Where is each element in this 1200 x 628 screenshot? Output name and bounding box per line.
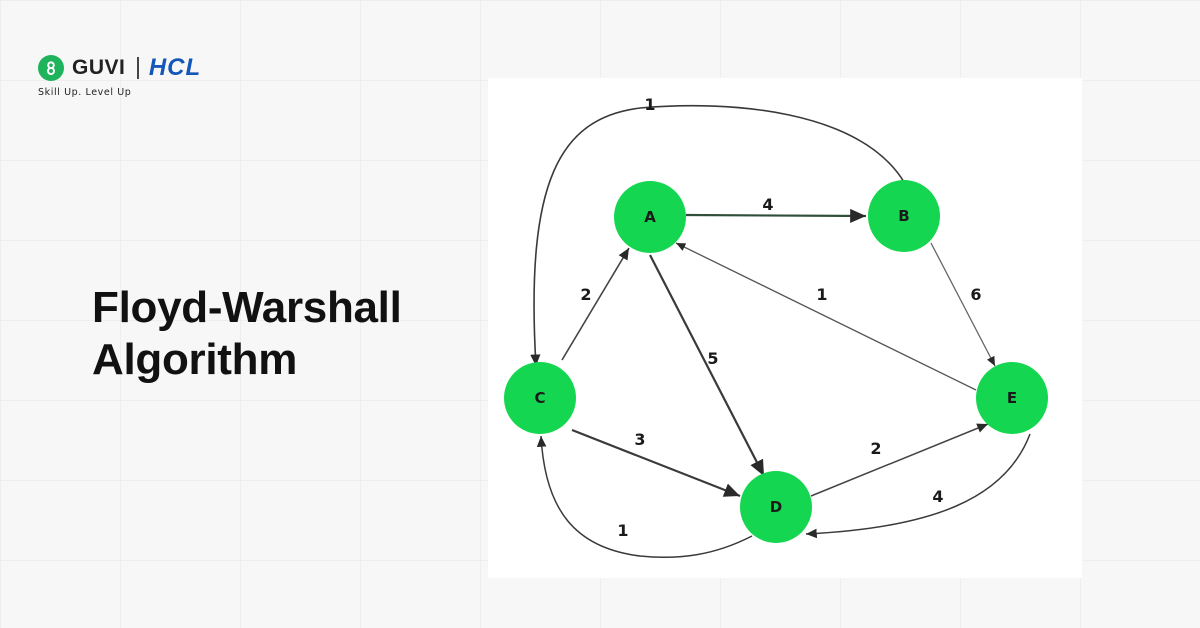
weight-e-a: 1 <box>816 285 827 304</box>
node-c: C <box>504 362 576 434</box>
node-b-label: B <box>898 207 909 225</box>
node-b: B <box>868 180 940 252</box>
node-d-label: D <box>770 498 782 516</box>
weight-c-d: 3 <box>634 430 645 449</box>
edge-d-c <box>536 435 753 559</box>
edge-layer <box>530 104 1031 559</box>
weight-d-e: 2 <box>870 439 881 458</box>
edge-a-b <box>685 208 867 223</box>
guvi-logo-icon <box>38 55 64 81</box>
brand-header: GUVI HCL Skill Up. Level Up <box>38 53 201 98</box>
node-e: E <box>976 362 1048 434</box>
weight-a-b: 4 <box>762 195 773 214</box>
edge-b-c <box>530 104 905 367</box>
node-a: A <box>614 181 686 253</box>
node-c-label: C <box>534 389 545 407</box>
node-b-circle <box>868 180 940 252</box>
weight-c-a: 2 <box>580 285 591 304</box>
weight-b-e: 6 <box>970 285 981 304</box>
node-e-label: E <box>1007 389 1017 407</box>
edge-e-a <box>675 242 977 391</box>
title-line-2: Algorithm <box>92 335 298 384</box>
hcl-wordmark: HCL <box>148 54 202 81</box>
edge-d-e <box>810 423 989 497</box>
brand-separator <box>137 57 139 79</box>
node-e-circle <box>976 362 1048 434</box>
edge-b-e <box>930 242 996 367</box>
node-d: D <box>740 471 812 543</box>
guvi-mark-icon <box>47 61 55 75</box>
weight-d-c: 1 <box>617 521 628 540</box>
edge-c-a <box>561 247 630 361</box>
page-title: Floyd-Warshall Algorithm <box>92 282 402 386</box>
brand-logos: GUVI HCL <box>38 53 201 83</box>
weight-layer: 4 1 6 1 2 5 3 2 1 4 <box>580 95 981 540</box>
title-line-1: Floyd-Warshall <box>92 283 402 332</box>
guvi-wordmark: GUVI <box>72 56 126 79</box>
node-layer: A B C D E <box>504 180 1048 543</box>
edge-a-d <box>649 254 765 477</box>
node-c-circle <box>504 362 576 434</box>
edge-c-d <box>571 428 741 498</box>
weight-b-c: 1 <box>644 95 655 114</box>
brand-tagline: Skill Up. Level Up <box>38 87 132 98</box>
node-d-circle <box>740 471 812 543</box>
weight-e-d: 4 <box>932 487 943 506</box>
edge-e-d <box>805 433 1031 539</box>
node-a-circle <box>614 181 686 253</box>
weight-a-d: 5 <box>707 349 718 368</box>
node-a-label: A <box>644 208 656 226</box>
